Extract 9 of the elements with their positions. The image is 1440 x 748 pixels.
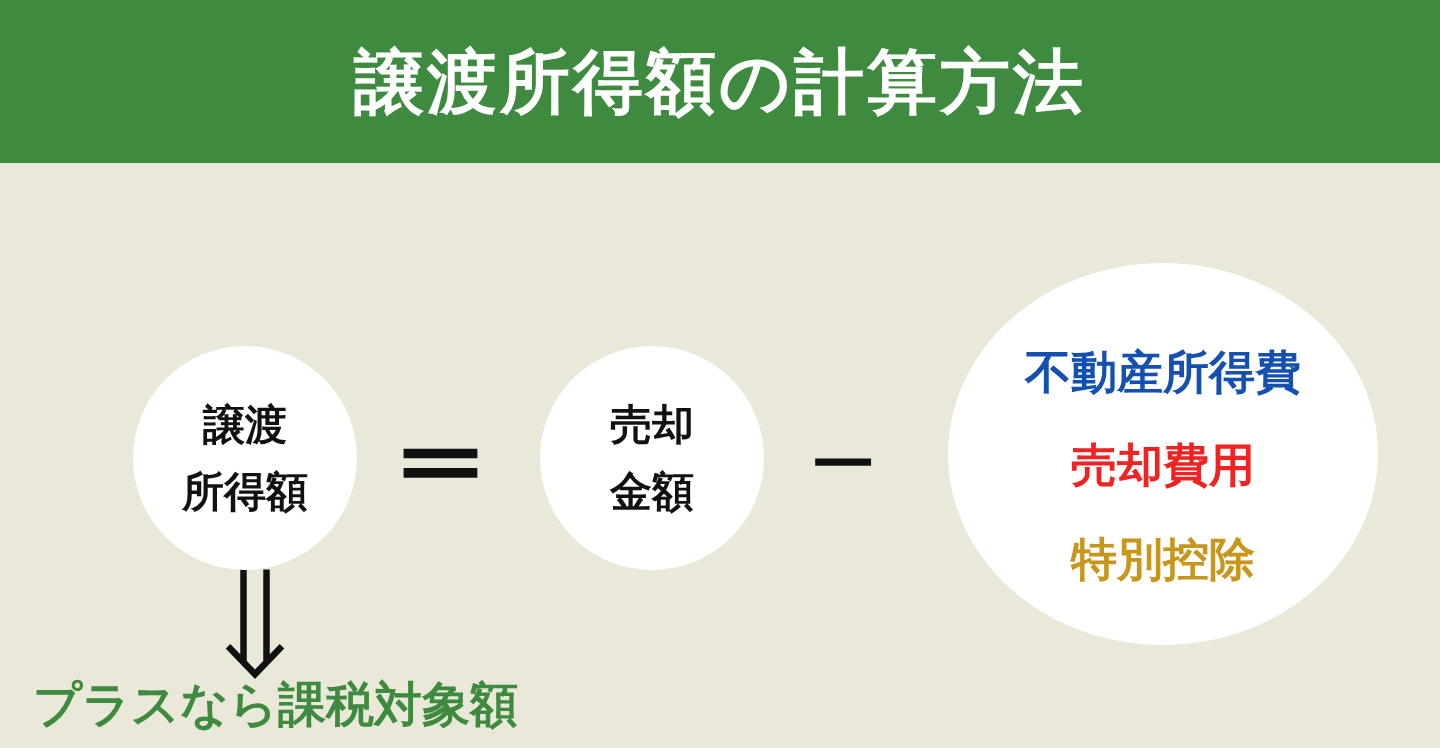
equals-sign: ＝ — [372, 408, 508, 508]
title: 譲渡所得額の計算方法 — [354, 39, 1086, 124]
node-text: 売却費用 — [1071, 438, 1255, 494]
node-text: 特別控除 — [1071, 531, 1255, 587]
node-text: 譲渡所得額 — [182, 398, 308, 518]
minus-sign: － — [784, 420, 902, 496]
node-text: 売却金額 — [610, 398, 694, 518]
result-text: プラスなら課税対象額 — [32, 676, 518, 734]
node-text: 不動産所得費 — [1025, 345, 1301, 401]
